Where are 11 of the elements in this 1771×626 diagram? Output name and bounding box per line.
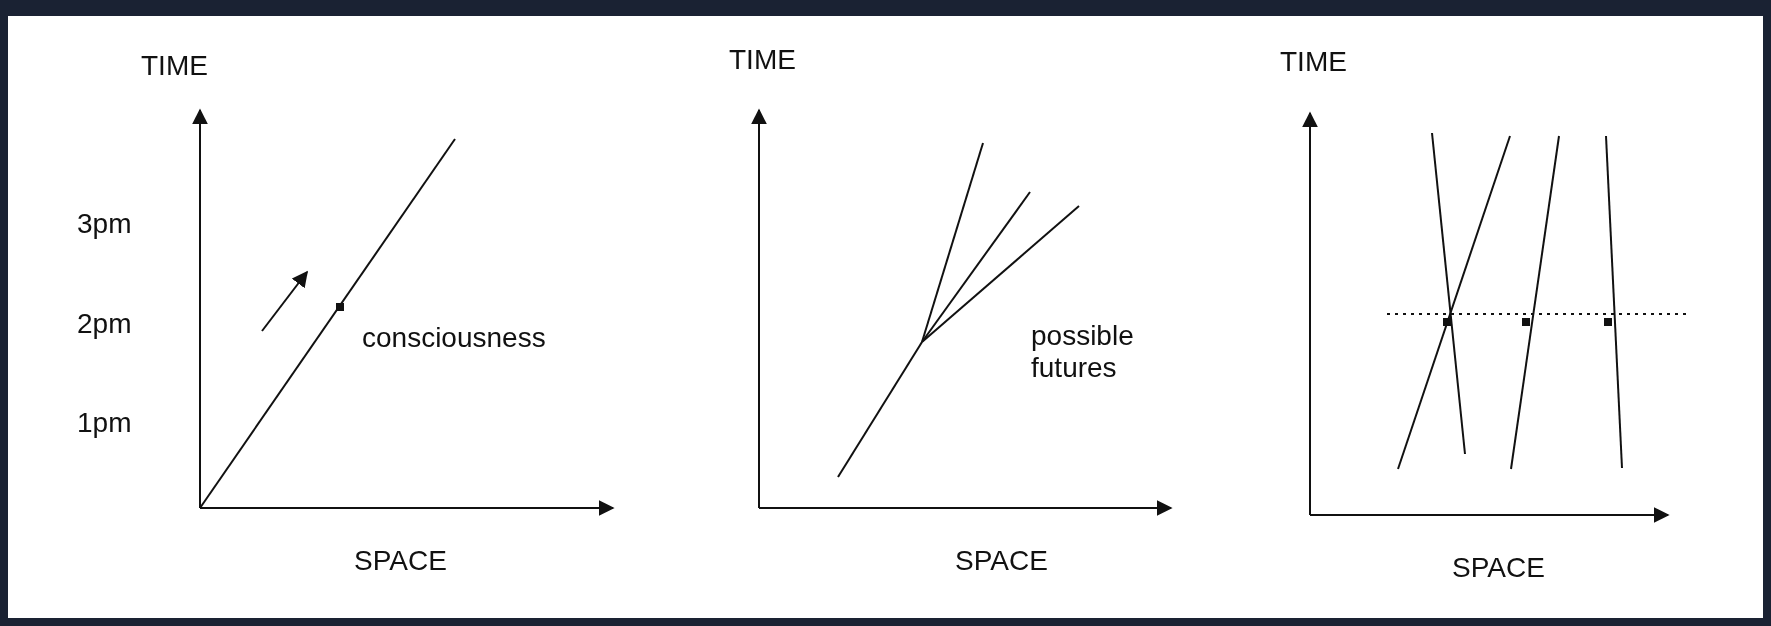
axis-label: TIME (1280, 46, 1347, 79)
tick-label: 2pm (77, 308, 132, 341)
axis-label: SPACE (1452, 552, 1545, 585)
annotation-label: consciousness (362, 322, 546, 355)
axis-label: SPACE (955, 545, 1048, 578)
tick-label: 3pm (77, 208, 132, 241)
annotation-label: possible futures (1031, 320, 1135, 385)
axis-label: TIME (729, 44, 796, 77)
axis-label: SPACE (354, 545, 447, 578)
axis-label: TIME (141, 50, 208, 83)
tick-label: 1pm (77, 407, 132, 440)
